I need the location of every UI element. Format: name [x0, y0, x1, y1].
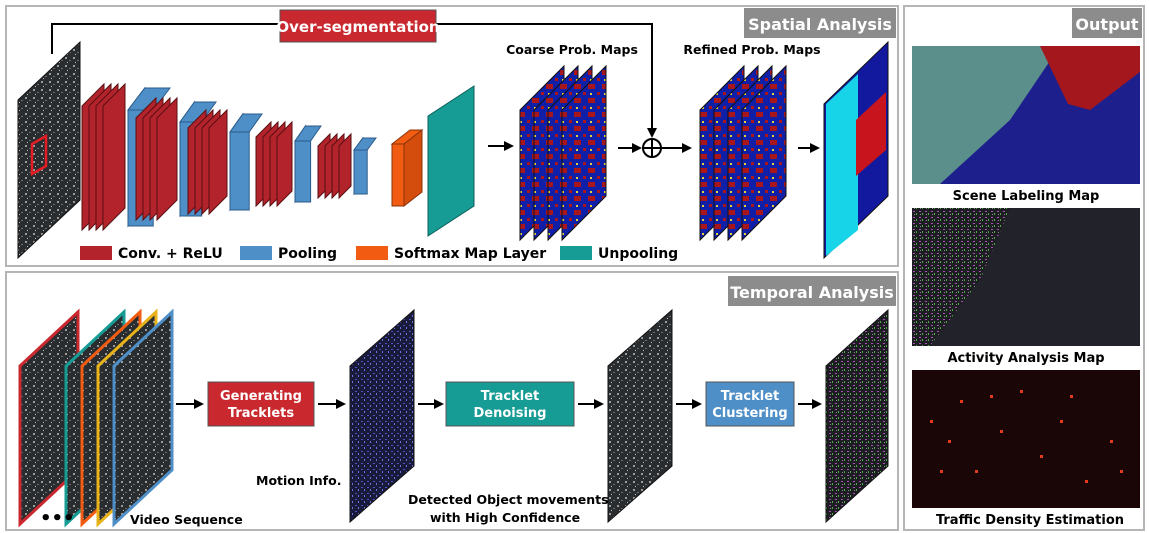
video-sequence-stack	[18, 308, 174, 528]
conv-relu-layer	[102, 82, 126, 232]
scene-land	[912, 46, 1060, 184]
unpooling-layer	[427, 85, 475, 237]
legend-label: Pooling	[278, 246, 337, 262]
output-label-2: Activity Analysis Map	[947, 351, 1104, 366]
coarse-prob-maps	[519, 64, 607, 242]
clustering-line1: Tracklet	[721, 389, 779, 404]
output-title: Output	[1075, 15, 1138, 34]
density-dot	[1120, 470, 1123, 473]
refined-prob-maps	[699, 64, 787, 242]
density-dot	[1085, 480, 1088, 483]
legend-swatch	[240, 246, 272, 260]
detected-line2: with High Confidence	[430, 510, 580, 525]
spatial-header-bg	[744, 8, 896, 38]
pooling-layer-front	[294, 140, 312, 203]
video-frame	[112, 308, 174, 528]
legend-swatch	[356, 246, 388, 260]
conv-relu-layer	[276, 120, 293, 208]
softmax-layer-side	[403, 128, 423, 208]
tracklet-clustering-box	[705, 381, 795, 427]
generating-line2: Tracklets	[228, 406, 294, 421]
motion-label: Motion Info.	[256, 473, 341, 488]
density-dot	[1110, 440, 1113, 443]
video-ellipsis: •••	[40, 508, 75, 529]
spatial-title: Spatial Analysis	[748, 15, 892, 34]
detected-movements-map	[607, 308, 673, 524]
density-dots	[930, 390, 1123, 483]
output-label-3: Traffic Density Estimation	[936, 513, 1124, 528]
legend-label: Softmax Map Layer	[394, 246, 546, 262]
activity-land	[912, 208, 1010, 346]
temporal-title: Temporal Analysis	[730, 283, 894, 302]
refined-label: Refined Prob. Maps	[683, 42, 820, 57]
clustered-map	[825, 308, 889, 524]
density-dot	[948, 440, 951, 443]
softmax-layer-front	[391, 143, 405, 207]
pooling-layer-front	[353, 149, 368, 195]
legend-label: Unpooling	[598, 246, 678, 262]
detected-line1: Detected Object movements	[408, 492, 609, 507]
video-label: Video Sequence	[130, 512, 243, 527]
traffic-density-image	[912, 370, 1140, 508]
tracklet-denoising-box	[445, 381, 575, 427]
input-image	[17, 40, 81, 260]
roi-box	[30, 133, 48, 177]
output-label-1: Scene Labeling Map	[953, 189, 1100, 204]
coarse-map-slice	[561, 64, 607, 242]
overseg-box	[279, 9, 437, 43]
clustering-line2: Clustering	[712, 406, 787, 421]
legend-swatch	[560, 246, 592, 260]
output-header-bg	[1072, 8, 1142, 38]
density-dot	[1000, 430, 1003, 433]
density-dot	[975, 470, 978, 473]
denoising-line1: Tracklet	[481, 389, 539, 404]
legend-swatch	[80, 246, 112, 260]
density-dot	[1040, 455, 1043, 458]
legend-label: Conv. + ReLU	[118, 246, 223, 262]
generating-line1: Generating	[220, 389, 302, 404]
cnn-layers	[81, 82, 424, 232]
density-dot	[1060, 420, 1063, 423]
generating-tracklets-box	[207, 381, 315, 427]
density-dot	[940, 470, 943, 473]
denoising-line2: Denoising	[473, 406, 546, 421]
final-map-region	[856, 92, 886, 176]
coarse-label: Coarse Prob. Maps	[506, 42, 638, 57]
temporal-header-bg	[728, 276, 896, 306]
conv-relu-layer	[338, 132, 352, 200]
density-dot	[930, 420, 933, 423]
motion-info-map	[349, 308, 415, 524]
conv-relu-layer	[156, 96, 178, 222]
pooling-layer-front	[229, 131, 250, 211]
conv-relu-layer	[208, 108, 228, 216]
final-map-water	[826, 74, 858, 256]
density-dot	[960, 400, 963, 403]
overseg-label: Over-segmentation	[276, 18, 439, 36]
density-dot	[1070, 395, 1073, 398]
refined-map-slice	[741, 64, 787, 242]
density-dot	[1020, 390, 1023, 393]
spatial-legend: Conv. + ReLU Pooling Softmax Map Layer Unpo…	[80, 246, 678, 262]
scene-region	[1040, 46, 1140, 110]
density-dot	[990, 395, 993, 398]
